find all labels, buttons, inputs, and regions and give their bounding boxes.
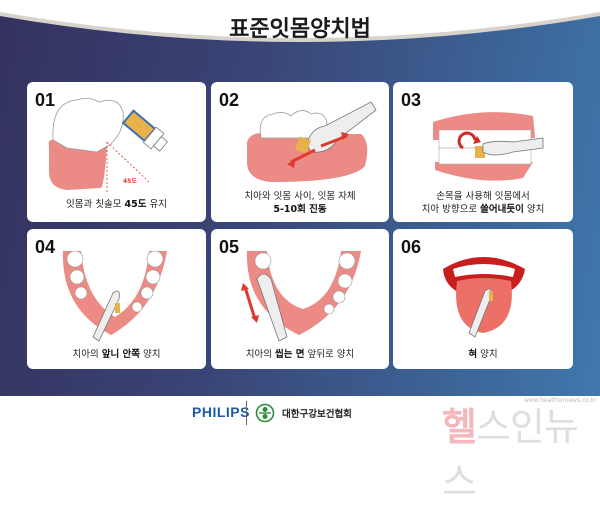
step-number: 06: [401, 237, 422, 257]
step-number: 05: [219, 237, 240, 257]
watermark: 헬스인뉴스: [442, 405, 579, 504]
step-card-02: 02 치아와 잇몸 사이, 잇몸 자체 5-10회 진동: [211, 82, 389, 222]
tongue-brush-illustration: [443, 257, 525, 338]
step-caption: 치아의 씹는 면 앞뒤로 양치: [245, 349, 355, 360]
inner-front-teeth-illustration: [62, 250, 167, 342]
step-number: 03: [401, 90, 422, 110]
step-card-06: 06 혀 양치: [393, 229, 573, 369]
step-card-05: 05 치아의 씹는 면 앞뒤로 양치: [211, 229, 389, 369]
step-number: 04: [35, 237, 56, 257]
tooth-brush-45-illustration: 45도: [48, 98, 168, 192]
step-card-01: 01 45도 잇몸과 칫솔모 45도 유지: [27, 82, 206, 222]
step-caption: 치아와 잇몸 사이, 잇몸 자체 5-10회 진동: [244, 191, 356, 215]
page-title: 표준잇몸양치법: [229, 17, 371, 42]
philips-logo: PHILIPS: [192, 404, 250, 420]
angle-label: 45도: [123, 178, 137, 185]
step-caption: 잇몸과 칫솔모 45도 유지: [66, 199, 167, 210]
step-card-04: 04 치아의 앞니 안쪽 양치: [27, 229, 206, 369]
step-caption: 치아의 앞니 안쪽 양치: [72, 349, 161, 360]
chewing-surface-illustration: [241, 251, 361, 342]
association-emblem-icon: [255, 403, 275, 423]
step-caption: 손목을 사용해 잇몸에서 치아 방향으로 쓸어내듯이 양치: [421, 191, 545, 215]
association-name: 대한구강보건협회: [282, 409, 352, 420]
step-number: 01: [35, 90, 56, 110]
step-card-03: 03 손목을 사용해 잇몸에서 치아 방향으로 쓸어내듯이 양치: [393, 82, 573, 222]
watermark-url: www.healthinnews.co.kr: [524, 397, 597, 404]
logo-divider: [246, 401, 247, 425]
sweep-brush-illustration: [433, 112, 544, 181]
step-caption: 혀 양치: [468, 349, 498, 360]
vibration-brush-illustration: [247, 101, 377, 182]
step-number: 02: [219, 90, 240, 110]
header-arc: [0, 0, 600, 42]
